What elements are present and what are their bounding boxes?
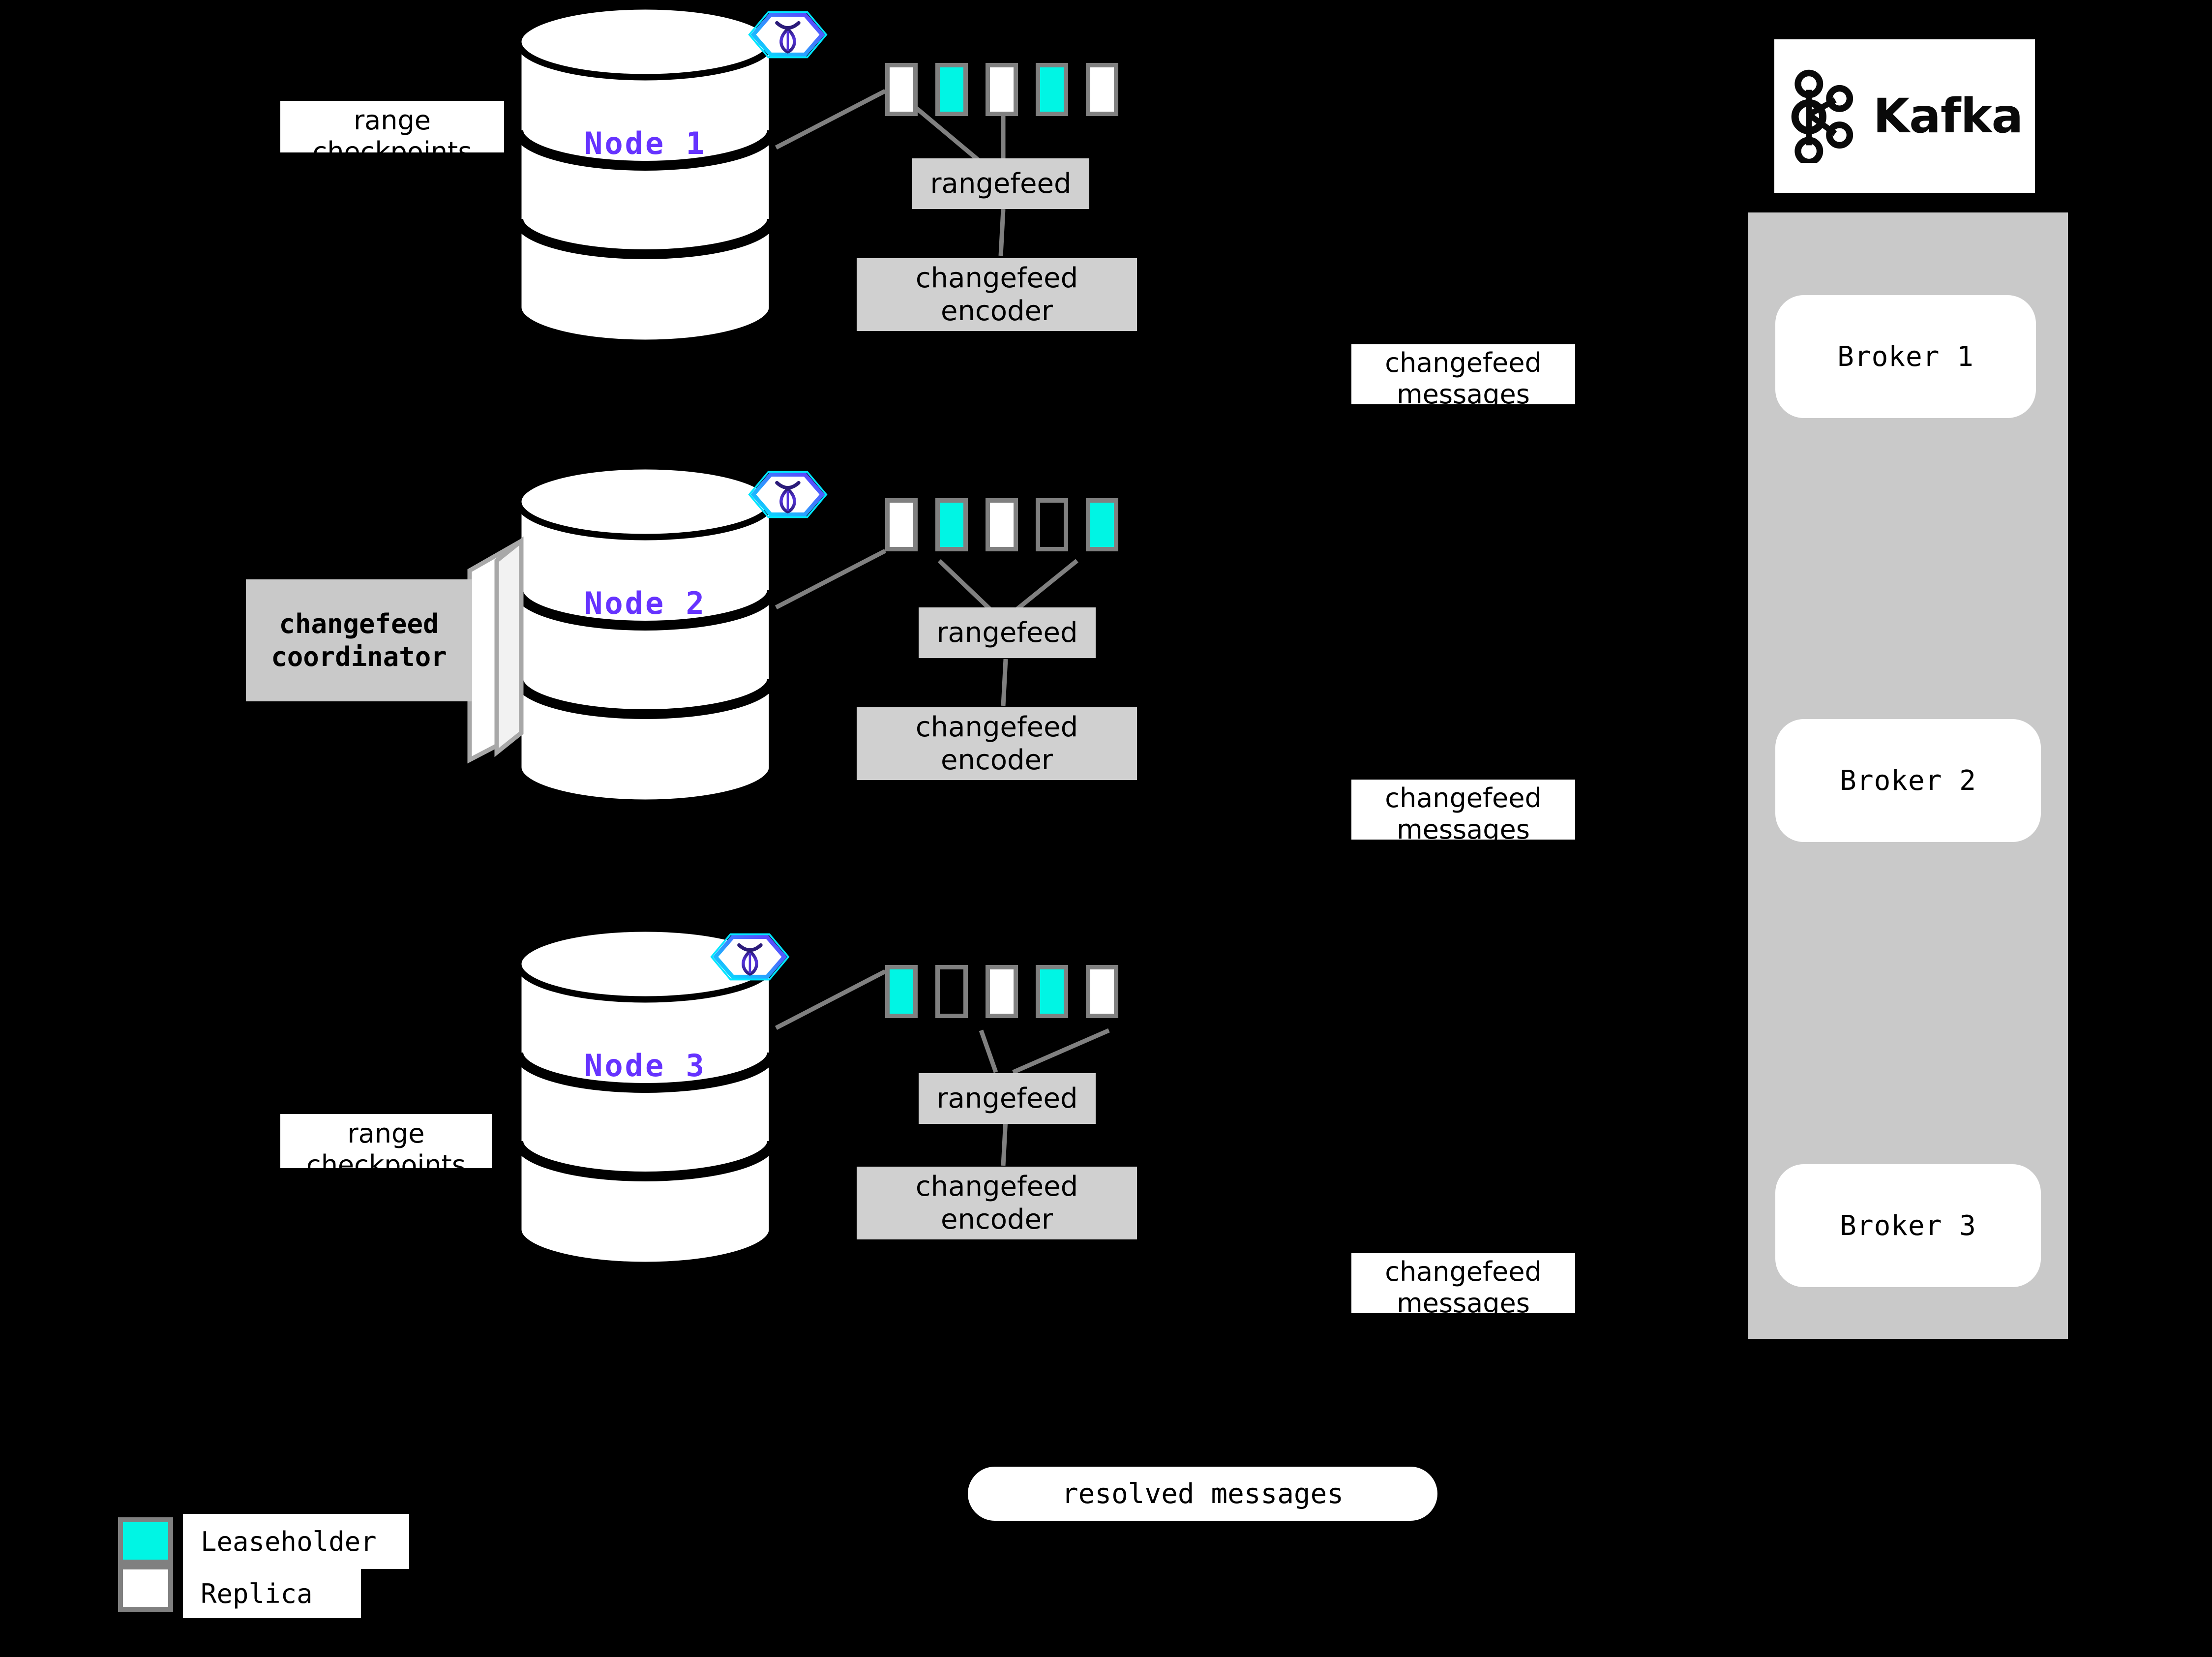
range-checkpoints-line-1: range	[347, 1118, 425, 1149]
messages-line-2: messages	[1397, 378, 1530, 404]
node-1-cockroachdb-badge-icon	[748, 11, 828, 59]
range-box-leaseholder[interactable]	[885, 965, 918, 1018]
encoder-line-1: changefeed	[915, 711, 1078, 743]
range-box-replica[interactable]	[1086, 965, 1118, 1018]
encoder-line-2: encoder	[940, 1204, 1053, 1235]
changefeed-messages-label-1: changefeed messages	[1351, 344, 1575, 404]
encoder-line-1: changefeed	[915, 262, 1078, 294]
node-3-rangefeed-box[interactable]: rangefeed	[919, 1073, 1096, 1124]
node-2-rangefeed-box[interactable]: rangefeed	[919, 607, 1096, 658]
broker-3[interactable]: Broker 3	[1775, 1164, 2041, 1287]
kafka-logo-box: Kafka	[1774, 39, 2035, 193]
range-box-leaseholder[interactable]	[935, 498, 968, 551]
messages-line-2: messages	[1397, 1287, 1530, 1313]
encoder-line-2: encoder	[940, 295, 1053, 327]
resolved-messages-pill[interactable]: resolved messages	[968, 1467, 1437, 1521]
range-box-leaseholder[interactable]	[935, 63, 968, 116]
kafka-wordmark: Kafka	[1873, 89, 2024, 144]
range-box-replica[interactable]	[986, 63, 1018, 116]
legend-label-leaseholder: Leaseholder	[183, 1514, 409, 1569]
range-box-leaseholder[interactable]	[1036, 63, 1068, 116]
range-box-empty[interactable]	[1036, 498, 1068, 551]
legend-swatch-replica	[118, 1565, 173, 1612]
messages-line-2: messages	[1397, 813, 1530, 840]
coordinator-line-2: coordinator	[271, 641, 447, 672]
node-1-label: Node 1	[584, 125, 706, 161]
range-box-replica[interactable]	[885, 498, 918, 551]
range-checkpoints-line-1: range	[353, 105, 431, 136]
changefeed-coordinator-box: changefeed coordinator	[246, 579, 472, 701]
node-2-changefeed-encoder-box[interactable]: changefeed encoder	[857, 707, 1137, 780]
range-checkpoints-line-2: checkpoints	[306, 1149, 466, 1168]
encoder-line-2: encoder	[940, 744, 1053, 776]
kafka-inbound-arrowhead	[2070, 327, 2100, 352]
node-2-label: Node 2	[584, 585, 706, 621]
range-box-replica[interactable]	[1086, 63, 1118, 116]
coordinator-callout-wedge	[467, 536, 524, 764]
broker-2[interactable]: Broker 2	[1775, 719, 2041, 842]
node-1-changefeed-encoder-box[interactable]: changefeed encoder	[857, 258, 1137, 331]
node-1-cylinder	[513, 3, 777, 346]
node-3-cylinder	[513, 925, 777, 1268]
node-3-range-checkpoints-label: range checkpoints	[280, 1114, 492, 1168]
range-box-replica[interactable]	[986, 498, 1018, 551]
range-box-replica[interactable]	[885, 63, 918, 116]
range-checkpoints-line-2: checkpoints	[312, 136, 472, 152]
messages-line-1: changefeed	[1385, 783, 1542, 813]
node-2-cockroachdb-badge-icon	[748, 471, 828, 518]
node-2-cylinder	[513, 463, 777, 806]
range-box-leaseholder[interactable]	[1086, 498, 1118, 551]
node-1-range-checkpoints-label: range checkpoints	[280, 101, 504, 152]
messages-line-1: changefeed	[1385, 347, 1542, 378]
legend-label-replica: Replica	[183, 1569, 361, 1618]
node-3-label: Node 3	[584, 1048, 706, 1084]
changefeed-messages-label-3: changefeed messages	[1351, 1253, 1575, 1313]
range-box-leaseholder[interactable]	[1036, 965, 1068, 1018]
node-3-cockroachdb-badge-icon	[710, 933, 790, 981]
changefeed-messages-label-2: changefeed messages	[1351, 780, 1575, 840]
range-box-replica[interactable]	[986, 965, 1018, 1018]
kafka-node-graph-icon	[1791, 69, 1853, 163]
legend-swatch-leaseholder	[118, 1517, 173, 1565]
kafka-cluster-panel: Broker 1 Broker 2 Broker 3	[1748, 212, 2068, 1339]
coordinator-line-1: changefeed	[279, 608, 439, 639]
broker-1[interactable]: Broker 1	[1775, 295, 2036, 418]
encoder-line-1: changefeed	[915, 1170, 1078, 1203]
messages-line-1: changefeed	[1385, 1256, 1542, 1287]
range-box-empty[interactable]	[935, 965, 968, 1018]
node-3-changefeed-encoder-box[interactable]: changefeed encoder	[857, 1167, 1137, 1239]
node-1-rangefeed-box[interactable]: rangefeed	[912, 158, 1089, 209]
